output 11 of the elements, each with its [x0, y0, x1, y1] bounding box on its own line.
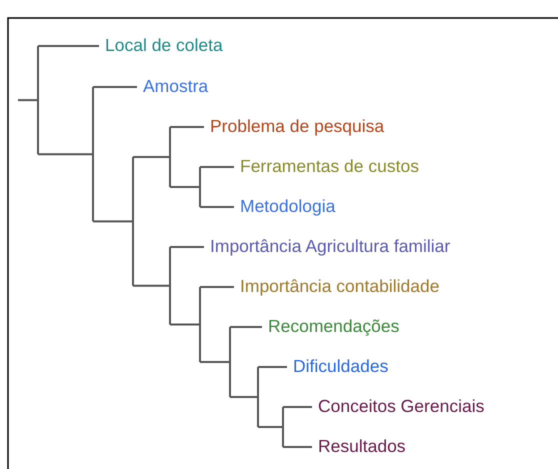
leaf-label: Amostra [143, 76, 208, 96]
leaf-label: Ferramentas de custos [240, 156, 419, 176]
leaf-label: Resultados [318, 436, 406, 456]
leaf-label: Importância Agricultura familiar [210, 236, 450, 256]
leaf-label: Metodologia [240, 196, 336, 216]
leaf-label: Recomendações [268, 316, 400, 336]
leaf-label: Problema de pesquisa [210, 116, 384, 136]
leaf-label: Conceitos Gerenciais [318, 396, 484, 416]
leaf-label: Dificuldades [293, 356, 388, 376]
leaf-label: Importância contabilidade [240, 276, 440, 296]
leaf-label: Local de coleta [105, 35, 223, 55]
